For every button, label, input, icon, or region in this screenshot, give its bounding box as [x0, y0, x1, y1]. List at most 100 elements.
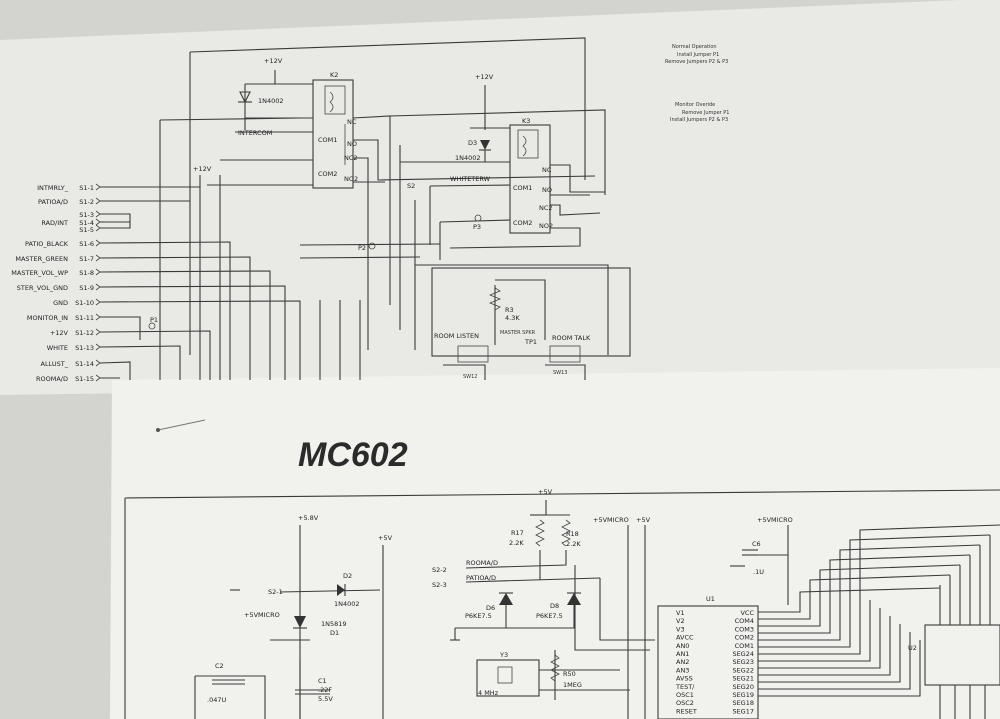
label-v12-a: +12V [264, 57, 283, 65]
label-r18: R18 [566, 530, 579, 538]
label-k3-com1: COM1 [513, 184, 532, 192]
pin-number: S1-12 [75, 329, 94, 337]
pin-number: S1-6 [79, 240, 94, 248]
u1-pin-left: AN1 [676, 650, 689, 658]
pin-number: S1-10 [75, 299, 94, 307]
label-c1-value: .22F [318, 686, 332, 694]
label-d6: D6 [486, 604, 495, 612]
label-d6-part: P6KE7.5 [465, 612, 492, 620]
label-k2-com1: COM1 [318, 136, 337, 144]
label-sw13: SW13 [553, 370, 567, 376]
u1-pin-right: SEG20 [732, 683, 754, 691]
u1-pin-right: COM2 [735, 634, 754, 642]
u1-pin-right: SEG21 [732, 675, 754, 683]
pin-name: ALLUST_ [41, 360, 69, 368]
pin-name: WHITE [47, 344, 68, 352]
label-c2: C2 [215, 662, 224, 670]
label-d8-part: P6KE7.5 [536, 612, 563, 620]
label-c6: C6 [752, 540, 761, 548]
pin-name: PATIOA/D [38, 198, 68, 206]
label-d3: D3 [468, 139, 477, 147]
u1-left-pins: V1V2V3AVCCAN0AN1AN2AN3AVSSTEST/OSC1OSC2R… [675, 609, 697, 715]
u1-pin-left: RESET [676, 707, 697, 715]
label-p3: P3 [473, 223, 481, 231]
label-s2-1: S2-1 [268, 588, 283, 596]
u1-pin-right: SEG24 [732, 650, 754, 658]
label-v5-b: +5V [538, 488, 553, 496]
label-d2: D2 [343, 572, 352, 580]
u1-pin-right: SEG19 [732, 691, 754, 699]
pin-name: INTMRLY_ [37, 184, 69, 192]
u1-pin-left: OSC2 [676, 699, 694, 707]
label-diode-top: 1N4002 [258, 97, 284, 105]
label-d2-part: 1N4002 [334, 600, 360, 608]
pin-number: S1-5 [79, 226, 94, 234]
pin-name: RAD/INT [41, 219, 68, 227]
note-override-2: Install Jumpers P2 & P3 [670, 117, 728, 123]
label-whiteterw: WHITETERW [450, 175, 491, 183]
u1-pin-right: COM4 [735, 617, 754, 625]
label-v12-b: +12V [475, 73, 494, 81]
bottom-labels: +5.8V +5V +5V +5V +5VMICRO +5VMICRO +5VM… [207, 488, 917, 704]
label-k3-no2: NO2 [539, 222, 553, 230]
u1-pin-left: AVCC [676, 634, 694, 642]
u1-pin-left: AN0 [676, 642, 689, 650]
bottom-sheet [110, 368, 1000, 719]
pin-number: S1-14 [75, 360, 94, 368]
label-master-spkr: MASTER SPKR [500, 330, 536, 336]
label-rooma: ROOMA/D [466, 559, 498, 567]
note-override-title: Monitor Overide [675, 102, 715, 108]
label-y3-freq: 4 MHz [478, 689, 499, 697]
pin-name: MASTER_GREEN [15, 255, 68, 263]
label-k3-nc: NC [542, 166, 552, 174]
label-v5-a: +5V [378, 534, 393, 542]
u1-pin-left: TEST/ [675, 683, 695, 691]
top-wiring [95, 37, 631, 382]
u1-pin-left: V3 [676, 625, 685, 633]
label-v5-c: +5V [636, 516, 651, 524]
label-sw12: SW12 [463, 374, 477, 380]
label-room-listen: ROOM LISTEN [434, 332, 479, 340]
label-k2-nc2: NC2 [344, 154, 358, 162]
u1-pin-right: SEG22 [732, 666, 754, 674]
label-r18-value: 2.2K [566, 540, 581, 548]
note-normal-title: Normal Operation [672, 44, 717, 50]
label-r17-value: 2.2K [509, 539, 524, 547]
label-k2-no2: NO2 [344, 175, 358, 183]
top-labels: +12V +12V +12V K2 K3 1N4002 D3 1N4002 IN… [150, 57, 591, 380]
u1-pin-right: SEG18 [732, 699, 754, 707]
pin-name: MASTER_VOL_WP [11, 269, 68, 277]
u1-pin-left: AVSS [676, 675, 693, 683]
pin-name: PATIO_BLACK [25, 240, 69, 248]
u1-pin-left: V1 [676, 609, 685, 617]
label-k3-no: NO [542, 186, 552, 194]
pin-number: S1-1 [79, 184, 94, 192]
label-k2-com2: COM2 [318, 170, 337, 178]
label-p2: P2 [358, 244, 366, 252]
u1-pin-right: COM1 [735, 642, 754, 650]
label-k2: K2 [330, 71, 338, 79]
u1-pin-right: SEG17 [732, 707, 754, 715]
label-u1: U1 [706, 595, 715, 603]
label-c1: C1 [318, 677, 327, 685]
label-d8: D8 [550, 602, 559, 610]
u1-pin-left: AN2 [676, 658, 689, 666]
label-v5micro-a: +5VMICRO [593, 516, 629, 524]
label-v5micro-c: +5VMICRO [244, 611, 280, 619]
label-intercom: INTERCOM [238, 129, 272, 137]
u1-pin-right: COM3 [735, 625, 754, 633]
note-override-1: Remove Jumper P1 [682, 110, 730, 116]
u1-pin-left: OSC1 [676, 691, 694, 699]
label-s2-3: S2-3 [432, 581, 447, 589]
pin-number: S1-2 [79, 198, 94, 206]
label-c6-value: .1U [753, 568, 764, 576]
label-r3: R3 [505, 306, 514, 314]
bottom-wiring [124, 489, 1000, 719]
pin-number: S1-8 [79, 269, 94, 277]
pin-name: +12V [50, 329, 69, 337]
pin-name: MONITOR_IN [27, 314, 68, 322]
label-v12-c: +12V [193, 165, 212, 173]
pin-name: ROOMA/D [36, 375, 68, 383]
